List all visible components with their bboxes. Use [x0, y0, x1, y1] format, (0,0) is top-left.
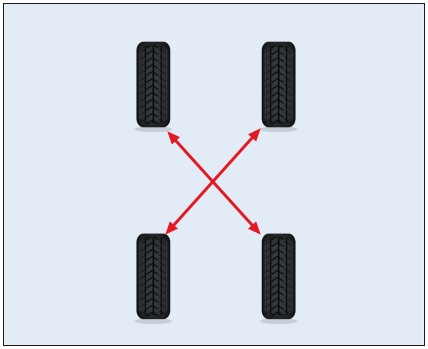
rear-right-tire: [260, 234, 298, 324]
front-left-tire: [134, 42, 172, 132]
front-right-tire: [260, 42, 298, 132]
diagram-frame: [3, 3, 425, 346]
tire-rotation-diagram: [4, 4, 424, 345]
rear-left-tire: [134, 234, 172, 324]
diagram-background: [4, 4, 424, 345]
